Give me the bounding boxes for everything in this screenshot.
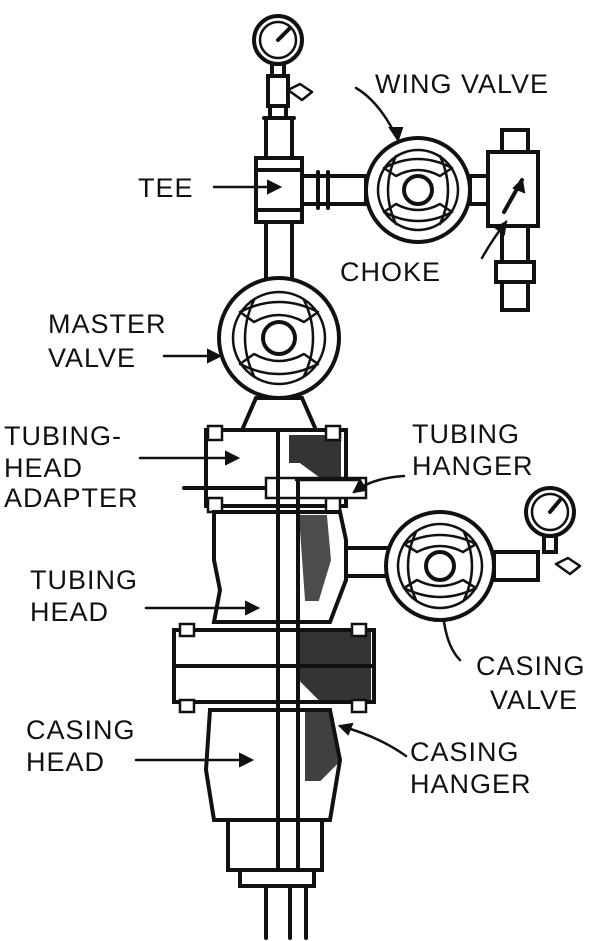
casing-valve	[384, 510, 540, 622]
label-casing-head-line1: CASING	[26, 715, 136, 745]
choke	[486, 128, 540, 312]
label-tubing-head-adapter-line1: TUBING-	[4, 421, 122, 451]
label-tubing-head-line2: HEAD	[30, 597, 110, 627]
pipe-tee-to-master	[264, 220, 294, 282]
wing-valve	[364, 136, 496, 244]
label-tubing-head-line1: TUBING	[30, 565, 139, 595]
top-pressure-gauge	[252, 14, 314, 120]
label-tubing-head-adapter-line3: ADAPTER	[4, 483, 139, 513]
label-wing-valve: WING VALVE	[375, 69, 550, 99]
label-master-valve-line2: VALVE	[48, 343, 137, 373]
label-casing-head-line2: HEAD	[26, 747, 106, 777]
label-tubing-hanger-line1: TUBING	[412, 419, 521, 449]
tubing-string	[276, 428, 300, 872]
label-casing-valve-line2: VALVE	[490, 685, 579, 715]
label-casing-valve-line1: CASING	[476, 651, 586, 681]
label-casing-hanger-line1: CASING	[410, 737, 520, 767]
label-casing-hanger-line2: HANGER	[410, 769, 532, 799]
master-valve	[217, 276, 341, 400]
casing-head-body	[203, 708, 343, 888]
label-tubing-head-adapter-line2: HEAD	[4, 453, 84, 483]
tubing-head-adapter-body	[182, 424, 368, 514]
label-tee: TEE	[138, 173, 194, 203]
casing-string	[264, 884, 308, 940]
casing-pressure-gauge	[524, 486, 582, 576]
label-master-valve-line1: MASTER	[48, 309, 167, 339]
label-choke: CHOKE	[340, 257, 442, 287]
leader-lines	[134, 86, 508, 768]
label-tubing-hanger-line2: HANGER	[412, 451, 534, 481]
upper-vertical-pipe	[262, 116, 296, 160]
master-bonnet	[238, 396, 320, 432]
tubing-head-body	[211, 510, 392, 624]
flange-connection	[172, 622, 376, 714]
